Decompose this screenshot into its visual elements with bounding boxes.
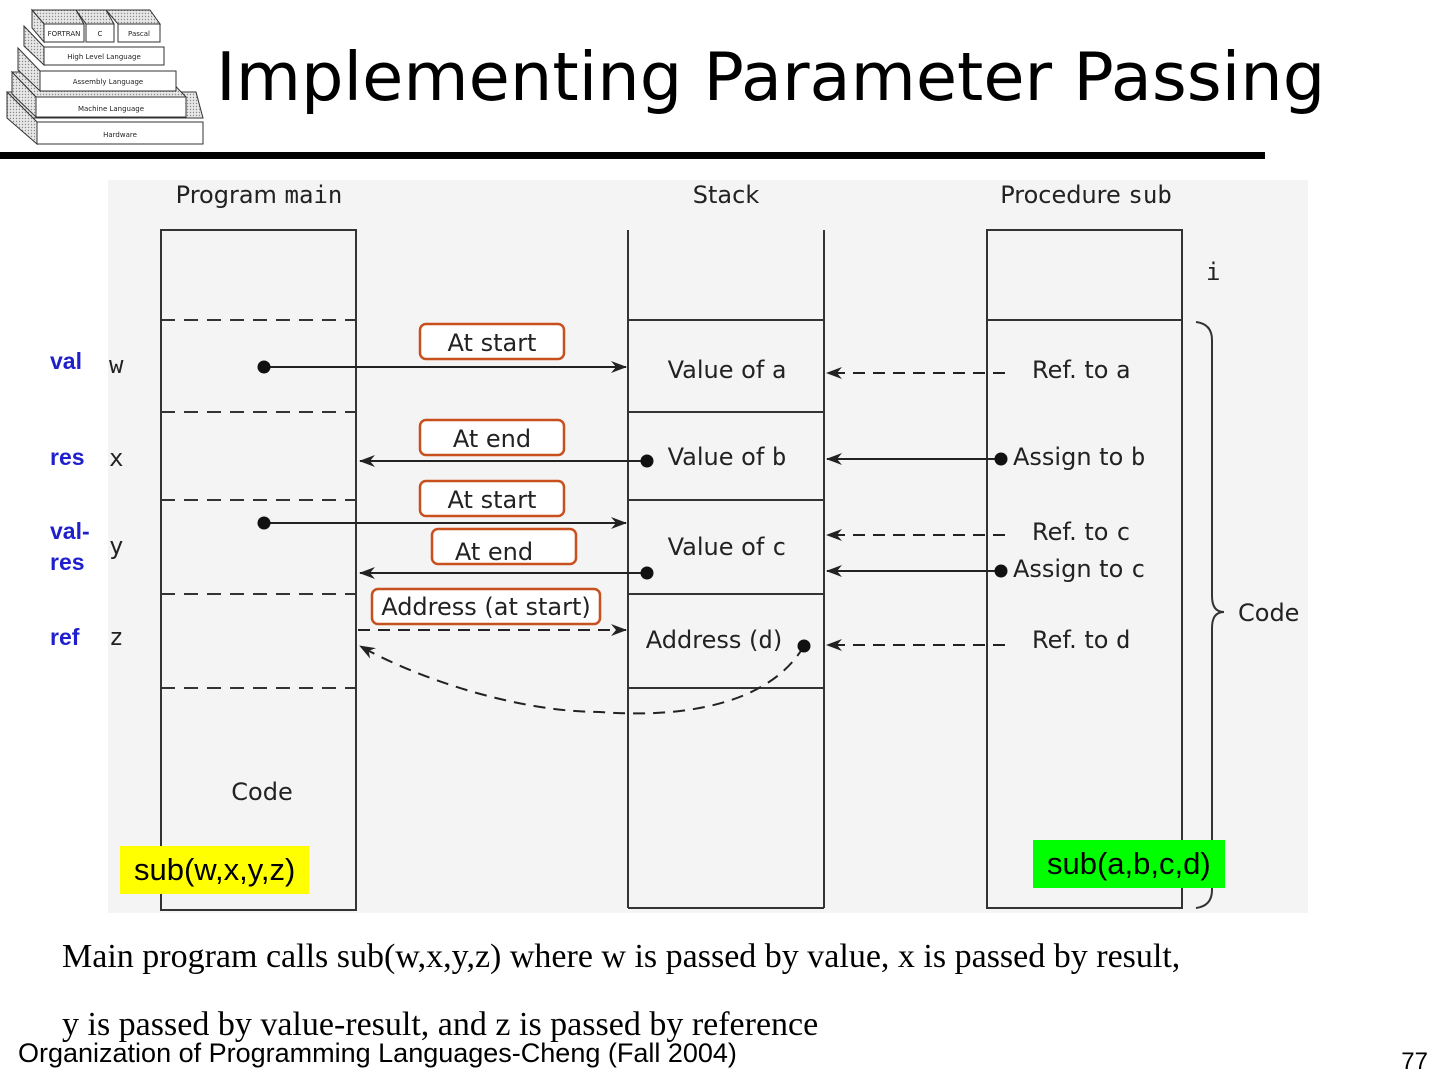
sub-cell-ref-d: Ref. to d [1032,626,1131,654]
caption-line-1: Main program calls sub(w,x,y,z) where w … [62,938,1181,975]
diagram-background [108,180,1308,913]
label-z-address: Address (at start) [381,593,591,621]
stack-cell-c: Value of c [668,533,787,561]
slide-title: Implementing Parameter Passing [216,38,1326,116]
main-var-x: x [109,444,123,472]
stack-cell-d: Address (d) [646,626,782,654]
arrows [264,361,1005,715]
side-label-ref: ref [50,624,80,650]
stack-column [627,230,825,909]
sub-code-brace [1195,321,1225,909]
logo-block-pascal: Pascal [128,30,150,38]
logo-block-fortran: FORTRAN [48,30,81,38]
language-levels-logo: Hardware Machine Language Assembly Langu… [6,8,204,146]
page-number: 77 [1401,1048,1428,1075]
sub-cell-assign-b: Assign to b [1013,443,1145,471]
logo-level-machine: Machine Language [78,105,144,113]
stack-cell-a: Value of a [668,356,787,384]
logo-block-c: C [98,30,103,38]
label-x-at-end: At end [453,425,531,453]
sub-code-label: Code [1238,599,1299,627]
sub-local-i: i [1206,258,1220,286]
boxed-labels [370,322,602,626]
header-procedure-sub: Procedure sub [1000,181,1172,209]
main-call-highlight: sub(w,x,y,z) [120,846,310,894]
main-var-w: w [109,351,124,379]
side-label-res: res [50,444,85,470]
sub-cell-ref-c: Ref. to c [1032,518,1131,546]
caption-line-2: y is passed by value-result, and z is pa… [62,1006,819,1043]
logo-level-assembly: Assembly Language [73,78,144,86]
sub-cell-ref-a: Ref. to a [1032,356,1131,384]
label-w-at-start: At start [448,329,537,357]
sub-column [986,229,1183,909]
header-stack: Stack [693,181,760,209]
side-label-val-res: val- res [50,518,90,575]
slide-footer: Organization of Programming Languages-Ch… [18,1038,737,1068]
dots [257,360,1008,653]
header-program-main: Program main [176,181,343,209]
sub-cell-assign-c: Assign to c [1013,555,1145,583]
stack-cell-b: Value of b [668,443,787,471]
logo-level-highlevel: High Level Language [67,53,141,61]
main-dividers [161,319,356,689]
label-y-at-end: At end [455,538,533,566]
title-underline [0,152,1265,159]
logo-level-hardware: Hardware [103,131,137,139]
main-var-y: y [109,532,123,560]
main-code-label: Code [231,778,292,806]
label-y-at-start: At start [448,486,537,514]
sub-signature-highlight: sub(a,b,c,d) [1033,840,1225,888]
main-var-z: z [109,623,123,651]
main-column [160,229,357,911]
side-label-val: val [50,348,82,374]
